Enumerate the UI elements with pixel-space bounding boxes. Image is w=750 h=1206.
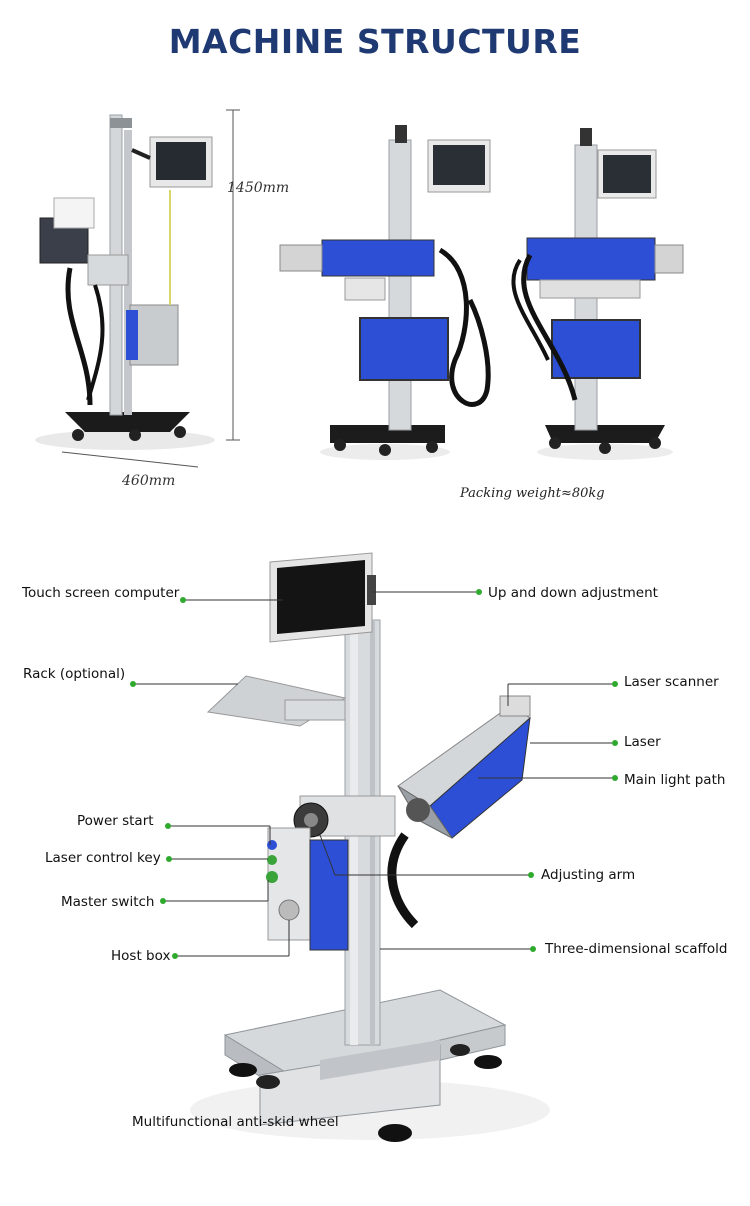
label-power-start: Power start	[77, 813, 154, 829]
label-laser: Laser	[624, 734, 661, 750]
label-host-box: Host box	[111, 948, 171, 964]
label-anti-skid-wheel: Multifunctional anti-skid wheel	[132, 1114, 339, 1130]
label-rack: Rack (optional)	[23, 666, 126, 682]
label-touch-screen: Touch screen computer	[22, 585, 180, 601]
label-master-switch: Master switch	[61, 894, 155, 910]
width-dimension: 460mm	[122, 473, 176, 489]
packing-weight: Packing weight≈80kg	[460, 486, 605, 501]
height-dimension: 1450mm	[227, 180, 290, 196]
label-adjusting-arm: Adjusting arm	[541, 867, 636, 883]
machine-views-illustration	[35, 109, 684, 468]
label-up-down-adjustment: Up and down adjustment	[488, 585, 658, 601]
label-laser-control-key: Laser control key	[45, 850, 161, 866]
page-title: MACHINE STRUCTURE	[168, 22, 582, 61]
label-laser-scanner: Laser scanner	[624, 674, 719, 690]
label-scaffold: Three-dimensional scaffold	[545, 941, 728, 957]
label-main-light-path: Main light path	[624, 772, 726, 788]
